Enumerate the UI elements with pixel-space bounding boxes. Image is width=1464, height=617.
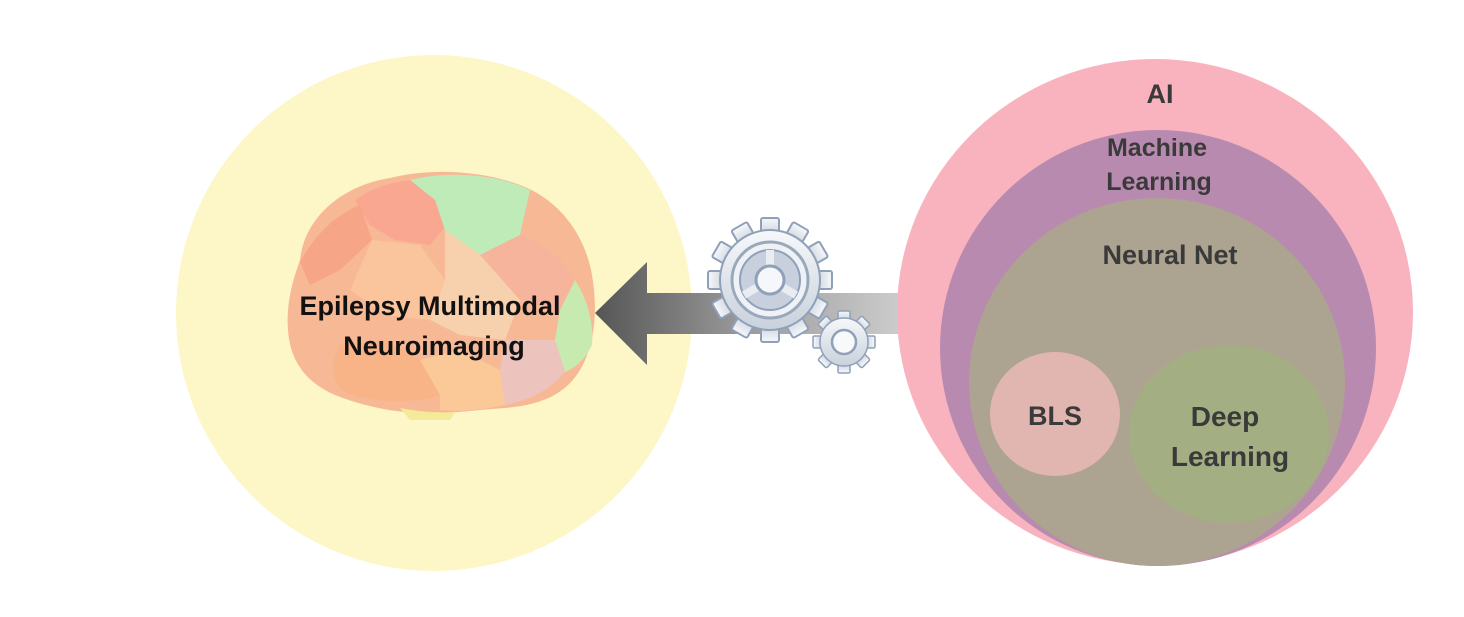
bls-label: BLS: [1028, 401, 1082, 431]
large-gear-icon: [707, 217, 833, 343]
machine-learning-label-line2: Learning: [1106, 168, 1212, 196]
neural-net-label: Neural Net: [1102, 240, 1237, 270]
deep-learning-label-line2: Learning: [1171, 441, 1289, 472]
ai-label: AI: [1147, 79, 1174, 109]
bls-circle: [990, 352, 1120, 476]
machine-learning-label-line1: Machine: [1107, 134, 1207, 162]
deep-learning-label-line1: Deep: [1191, 401, 1259, 432]
neuroimaging-title-line1: Epilepsy Multimodal: [299, 291, 560, 321]
ai-hierarchy-group: AI Machine Learning Neural Net BLS Deep …: [897, 59, 1413, 566]
neuroimaging-group: Epilepsy Multimodal Neuroimaging: [176, 55, 692, 571]
neuroimaging-title-line2: Neuroimaging: [343, 331, 525, 361]
small-gear-icon: [812, 310, 876, 374]
deep-learning-circle: [1129, 345, 1329, 523]
brain-icon: [287, 171, 595, 420]
